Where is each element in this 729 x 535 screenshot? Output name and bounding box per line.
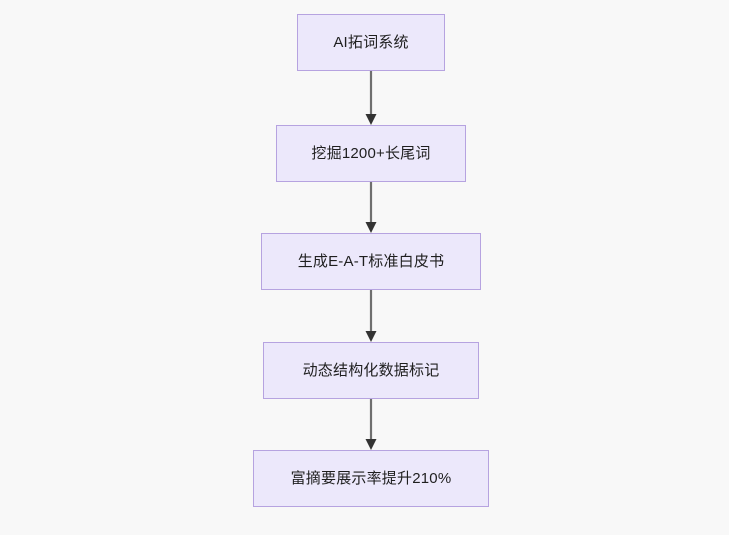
flow-node-label: 富摘要展示率提升210% [290, 469, 452, 487]
flow-node-label: 动态结构化数据标记 [302, 361, 440, 379]
flow-node-ai-keyword-system[interactable]: AI拓词系统 [297, 14, 445, 71]
flow-node-label: AI拓词系统 [333, 33, 409, 51]
flow-node-generate-eat-whitepaper[interactable]: 生成E-A-T标准白皮书 [261, 233, 481, 290]
flow-node-mine-longtail-keywords[interactable]: 挖掘1200+长尾词 [276, 125, 466, 182]
flow-node-dynamic-structured-data-markup[interactable]: 动态结构化数据标记 [263, 342, 479, 399]
edge-n3-n4 [365, 290, 377, 342]
flow-node-label: 挖掘1200+长尾词 [311, 144, 431, 162]
flow-node-rich-snippet-impression-lift[interactable]: 富摘要展示率提升210% [253, 450, 489, 507]
edge-n1-n2 [365, 71, 377, 125]
edge-n4-n5 [365, 399, 377, 450]
edge-n2-n3 [365, 182, 377, 233]
flow-node-label: 生成E-A-T标准白皮书 [297, 252, 445, 270]
